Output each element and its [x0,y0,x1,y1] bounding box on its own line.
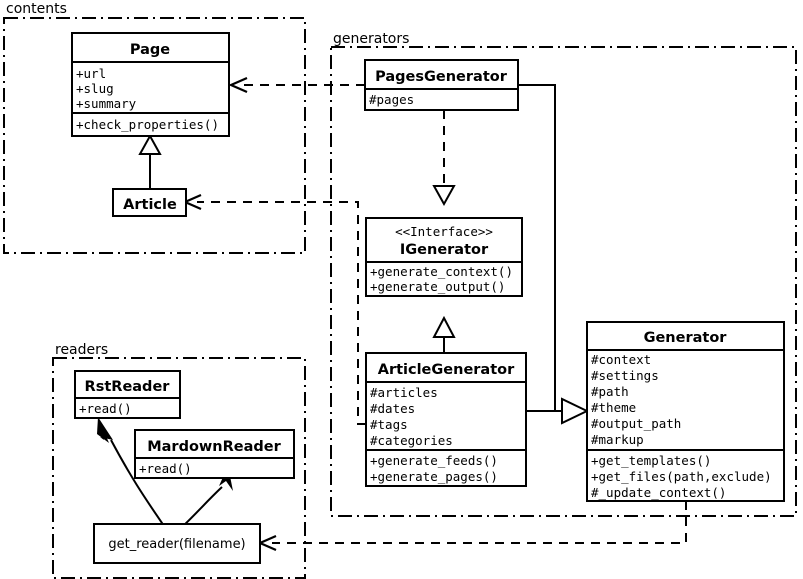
arrowhead-open-page [228,76,248,94]
class-page-name: Page [130,42,170,58]
class-generator-attribute: #path [591,384,629,399]
class-article-outline [112,188,187,217]
dependency-articlegenerator-article [197,201,366,425]
class-page-attribute: +url [76,66,106,81]
class-box-getreader[interactable]: get_reader(filename) [93,523,261,564]
arrowhead-triangle-generator [561,397,590,425]
package-border-readers [52,357,306,579]
class-igenerator-stereotype: <<Interface>> [395,224,493,239]
package-label-readers: readers [55,342,108,358]
class-page-attribute: +slug [76,81,114,96]
class-articlegenerator-method: +generate_pages() [370,469,498,484]
class-generator-name: Generator [644,330,728,346]
arrowhead-triangle-igenerator-realization [432,185,456,207]
class-pagesgenerator-attribute: #pages [369,92,414,107]
package-label-generators: generators [333,31,409,47]
arrowhead-filled-rstreader-wing [97,417,109,443]
class-box-mardownreader[interactable]: MardownReader +read() [134,429,295,479]
generalization-pagesgenerator-generator [518,84,562,412]
class-box-rstreader[interactable]: RstReader +read() [74,370,181,419]
class-generator-outline [586,321,785,502]
class-page-attribute: +summary [76,96,137,111]
class-mardownreader-name: MardownReader [147,439,281,455]
class-article-name: Article [123,197,177,213]
class-rstreader-method: +read() [79,401,132,416]
class-articlegenerator-attribute: #tags [370,417,408,432]
class-generator-method: +get_files(path,exclude) [591,469,772,484]
class-mardownreader-outline [134,429,295,479]
class-mardownreader-method: +read() [139,461,192,476]
class-page-method: +check_properties() [76,117,219,132]
class-box-pagesgenerator[interactable]: PagesGenerator #pages [364,59,519,111]
class-igenerator-outline [365,217,523,297]
class-box-articlegenerator[interactable]: ArticleGenerator #articles #dates #tags … [365,352,527,487]
arrowhead-triangle-page [138,133,162,155]
class-igenerator-method: +generate_context() [370,264,513,279]
class-articlegenerator-name: ArticleGenerator [378,362,515,378]
class-generator-attribute: #markup [591,432,644,447]
class-generator-attribute: #theme [591,400,636,415]
function-getreader-outline [93,523,261,564]
class-generator-attribute: #settings [591,368,659,383]
class-box-article[interactable]: Article [112,188,187,217]
class-generator-attribute: #context [591,352,651,367]
class-articlegenerator-method: +generate_feeds() [370,453,498,468]
function-getreader-label: get_reader(filename) [108,537,245,552]
class-articlegenerator-attribute: #articles [370,385,438,400]
class-generator-attribute: #output_path [591,416,681,431]
class-rstreader-name: RstReader [85,379,171,395]
class-articlegenerator-attribute: #categories [370,433,453,448]
package-border-contents [3,17,306,254]
arrowhead-filled-rstreader [98,417,113,440]
class-pagesgenerator-outline [364,59,519,111]
class-articlegenerator-outline [365,352,527,487]
class-box-generator[interactable]: Generator #context #settings #path #them… [586,321,785,502]
class-pagesgenerator-name: PagesGenerator [375,69,508,85]
class-articlegenerator-attribute: #dates [370,401,415,416]
class-box-igenerator[interactable]: <<Interface>> IGenerator +generate_conte… [365,217,523,297]
class-generator-method: #_update_context() [591,485,726,500]
class-rstreader-outline [74,370,181,419]
arrowhead-triangle-igenerator-generalization [432,315,456,338]
package-label-contents: contents [6,1,67,17]
class-page-outline [71,32,230,137]
class-igenerator-name: IGenerator [400,242,489,258]
class-generator-method: +get_templates() [591,453,711,468]
association-getreader-rstreader [110,439,167,530]
class-igenerator-method: +generate_output() [370,279,505,294]
class-box-page[interactable]: Page +url +slug +summary +check_properti… [71,32,230,137]
